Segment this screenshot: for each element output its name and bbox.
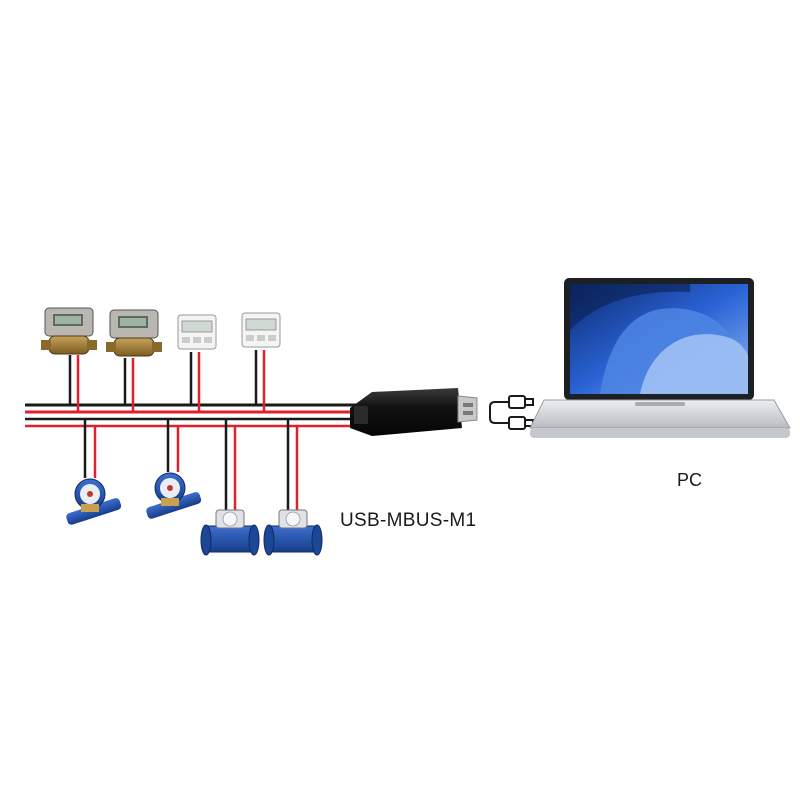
heat-meter-icon: [41, 307, 97, 355]
mbus-wires: [25, 350, 360, 512]
device-label: USB-MBUS-M1: [340, 510, 477, 531]
water-meter-icon: [66, 478, 122, 525]
water-meter-icon: [146, 472, 202, 519]
laptop-icon: [529, 278, 791, 438]
din-rail-meter-icon: [241, 312, 281, 348]
flange-water-meter-icon: [263, 509, 323, 556]
pc-label: PC: [677, 470, 703, 490]
heat-meter-icon: [106, 309, 162, 357]
din-rail-meter-icon: [177, 314, 217, 350]
usb-cable-icon: [489, 395, 534, 430]
usb-mbus-converter-icon: [350, 388, 478, 436]
flange-water-meter-icon: [200, 509, 260, 556]
